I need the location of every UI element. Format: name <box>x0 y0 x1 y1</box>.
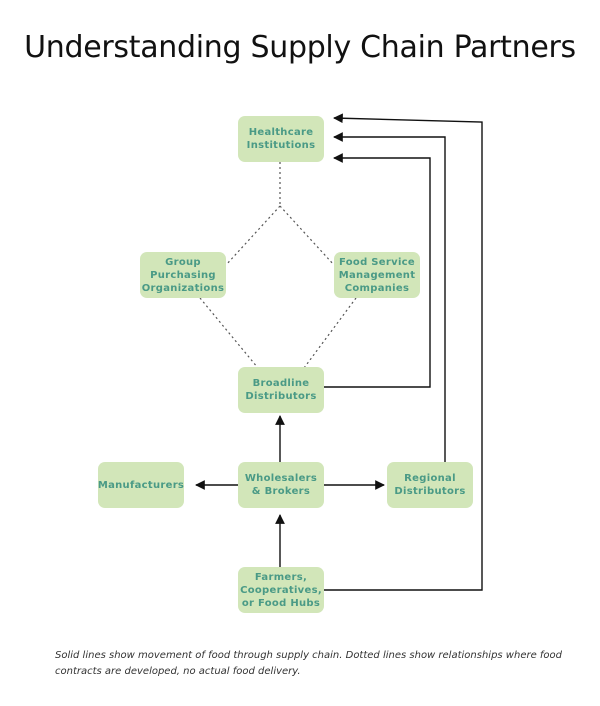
diagram-title: Understanding Supply Chain Partners <box>24 30 576 65</box>
node-wholesalers-brokers: Wholesalers & Brokers <box>238 462 324 508</box>
arrow-regional-to-healthcare <box>333 132 446 462</box>
node-broadline-distributors: Broadline Distributors <box>238 367 324 413</box>
dotted-relationship-lines <box>199 162 357 369</box>
solid-flow-lines <box>195 113 483 591</box>
node-group-purchasing-organizations: Group Purchasing Organizations <box>140 252 226 298</box>
dotted-fsm-to-broadline <box>303 297 357 369</box>
dotted-gpo-to-broadline <box>199 297 259 369</box>
dotted-junction-to-fsm <box>279 205 335 266</box>
node-regional-distributors: Regional Distributors <box>387 462 473 508</box>
node-manufacturers: Manufacturers <box>98 462 184 508</box>
arrow-farmers-to-healthcare <box>324 113 483 591</box>
dotted-junction-to-gpo <box>225 205 281 266</box>
node-healthcare-institutions: Healthcare Institutions <box>238 116 324 162</box>
diagram-caption: Solid lines show movement of food throug… <box>55 650 563 677</box>
node-farmers-cooperatives-food-hubs: Farmers, Cooperatives, or Food Hubs <box>238 567 324 613</box>
arrow-broadline-to-healthcare <box>324 153 431 388</box>
node-food-service-management-companies: Food Service Management Companies <box>334 252 420 298</box>
